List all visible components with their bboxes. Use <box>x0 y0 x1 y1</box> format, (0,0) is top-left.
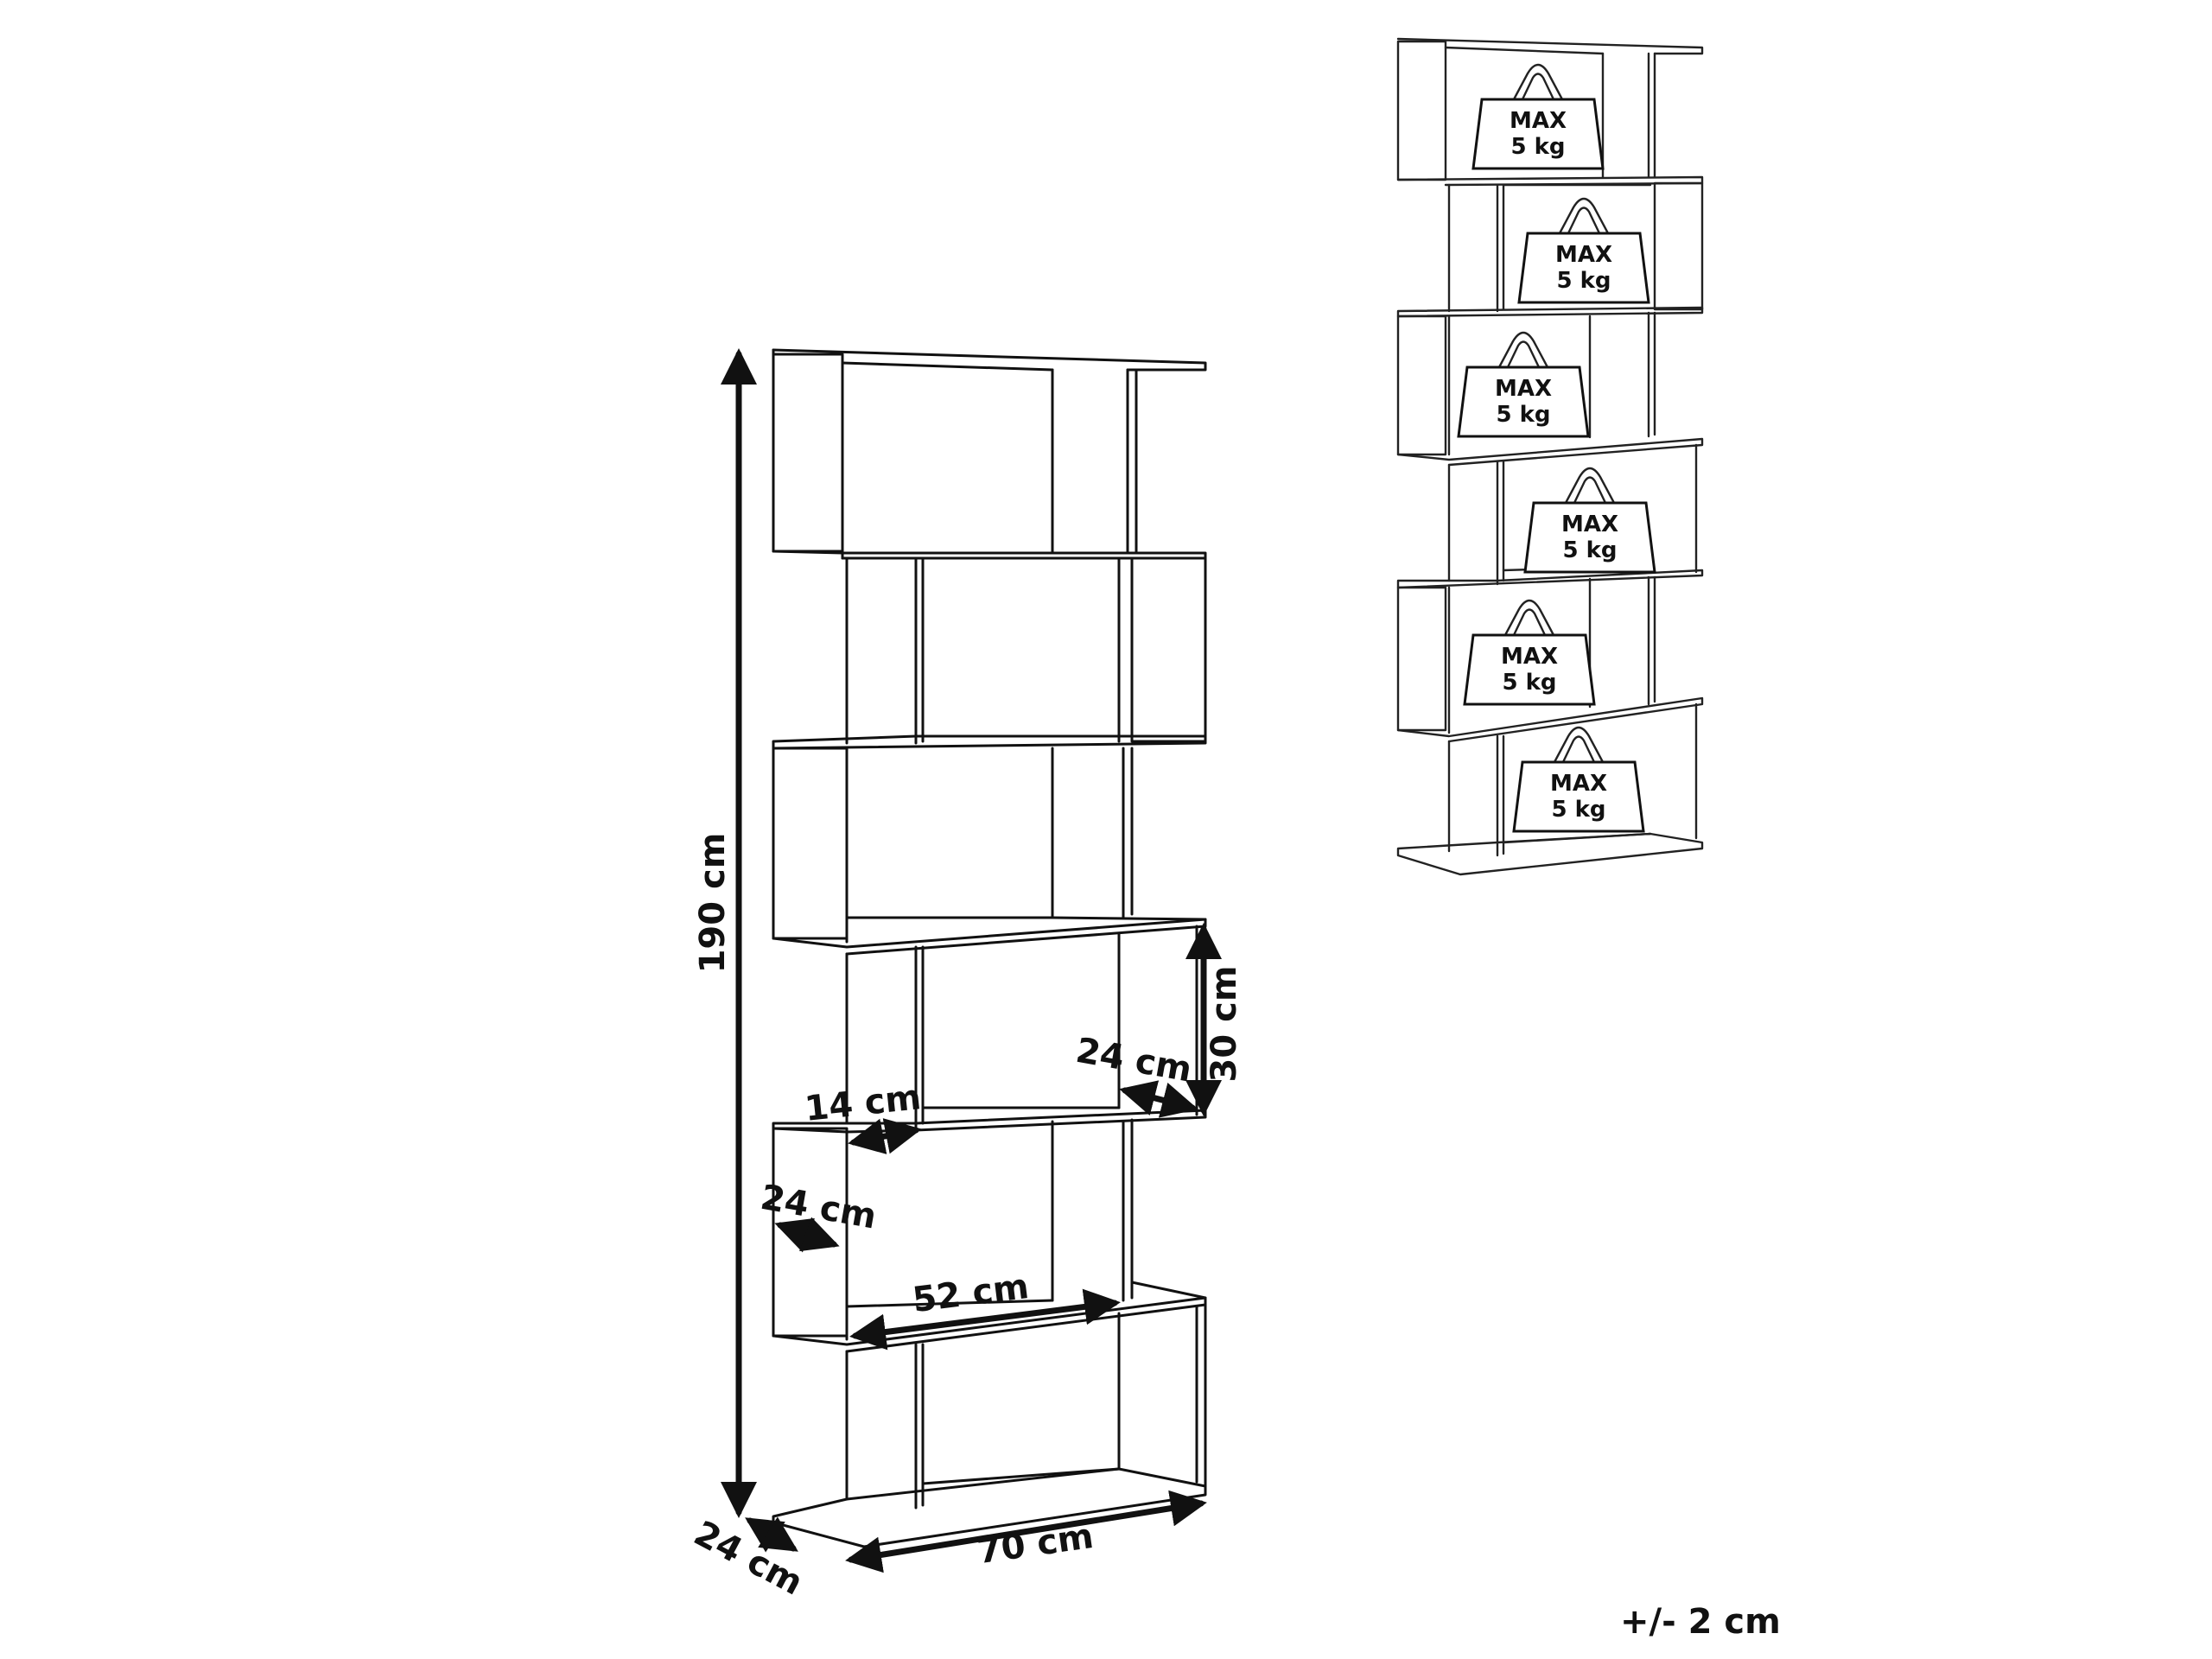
side-depth-label: 24 cm <box>758 1178 880 1237</box>
weight-value-label: 5 kg <box>1502 670 1556 696</box>
weight-handle-icon <box>1497 331 1549 369</box>
compartment-height-label: 30 cm <box>1205 966 1244 1083</box>
weight-max-label: MAX <box>1510 108 1567 134</box>
tolerance-note: +/- 2 cm <box>1620 1602 1781 1642</box>
weight-6: MAX 5 kg <box>1512 726 1645 833</box>
weight-value-label: 5 kg <box>1562 537 1617 563</box>
weight-handle-icon <box>1558 197 1610 235</box>
shelf-span-dimension-line <box>849 1288 1121 1351</box>
offset-dimension-line <box>848 1118 922 1154</box>
weight-max-label: MAX <box>1555 242 1612 268</box>
shelf-span-label: 52 cm <box>911 1267 1032 1320</box>
weight-value-label: 5 kg <box>1551 797 1605 823</box>
weight-value-label: 5 kg <box>1556 268 1611 294</box>
weight-handle-icon <box>1503 599 1555 637</box>
width-dimension-line <box>845 1490 1207 1573</box>
height-label: 190 cm <box>693 833 733 974</box>
dimension-lines <box>721 348 1222 1573</box>
load-diagram <box>1396 37 1704 876</box>
side-depth-dimension-line <box>774 1217 840 1253</box>
dimension-labels: 190 cm 24 cm 70 cm 52 cm 24 cm 14 cm 24 … <box>688 833 1244 1604</box>
weight-max-label: MAX <box>1561 512 1618 537</box>
weight-handle-icon <box>1564 467 1616 505</box>
width-label: 70 cm <box>975 1516 1096 1572</box>
inner-depth-label: 24 cm <box>1073 1031 1195 1090</box>
weight-handle-icon <box>1553 726 1605 764</box>
weight-max-label: MAX <box>1501 644 1558 670</box>
weight-5: MAX 5 kg <box>1463 599 1596 706</box>
weight-3: MAX 5 kg <box>1457 331 1590 438</box>
weight-value-label: 5 kg <box>1510 134 1565 160</box>
offset-label: 14 cm <box>803 1077 923 1129</box>
main-bookcase <box>772 348 1207 1548</box>
weight-2: MAX 5 kg <box>1517 197 1650 304</box>
weight-handle-icon <box>1512 63 1564 101</box>
weight-1: MAX 5 kg <box>1471 63 1605 170</box>
weight-max-label: MAX <box>1550 771 1607 797</box>
weight-4: MAX 5 kg <box>1523 467 1656 574</box>
weight-value-label: 5 kg <box>1496 402 1550 428</box>
depth-dimension-line <box>745 1516 798 1553</box>
weight-max-label: MAX <box>1495 376 1552 402</box>
inner-depth-dimension-line <box>1119 1080 1198 1118</box>
